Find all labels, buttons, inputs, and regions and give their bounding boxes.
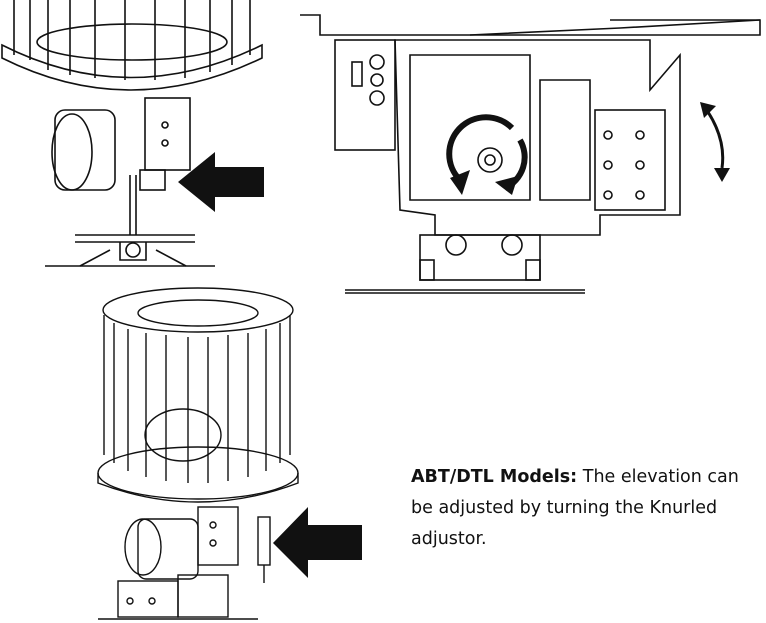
elevation-side-view-icon (300, 14, 761, 294)
elevation-side-view-figure (290, 0, 766, 300)
trap-machine-bottom-icon (97, 287, 362, 620)
caption-label: ABT/DTL Models: (411, 467, 578, 487)
trap-machine-top-left-icon (1, 0, 264, 267)
caption-text: The elevation can be adjusted by turning… (411, 467, 739, 549)
trap-machine-bottom-figure (88, 285, 368, 623)
caption-paragraph: ABT/DTL Models: The elevation can be adj… (411, 462, 741, 555)
trap-machine-top-left-figure (0, 0, 270, 270)
